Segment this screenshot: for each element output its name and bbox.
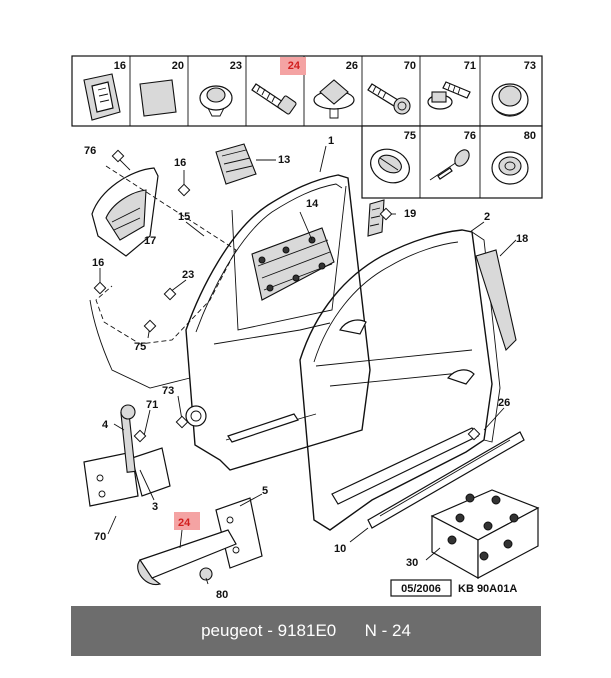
callout-10: 10 [334,543,346,555]
callout-numbers: 1 2 3 4 5 10 13 14 15 16 16 17 18 19 23 … [84,135,528,601]
table-label-71: 71 [464,60,476,72]
callout-18: 18 [516,233,528,245]
door-shell-1 [185,174,371,471]
door-check-strap-5 [137,497,263,586]
callout-1: 1 [328,135,334,147]
table-label-70: 70 [404,60,416,72]
bracket-13 [215,143,257,185]
callout-tags [93,149,481,443]
part-20-pad-icon [139,79,177,117]
table-label-16: 16 [114,60,126,72]
table-label-23: 23 [230,60,242,72]
caption-bar: peugeot - 9181E0 N - 24 [71,606,541,656]
callout-13: 13 [278,154,290,166]
callout-14: 14 [306,198,319,210]
part-73-dome-plug-icon [491,83,529,117]
part-71-flange-bolt-icon [427,81,471,110]
callout-2: 2 [484,211,490,223]
callout-70: 70 [94,531,106,543]
pillar-trim-18 [475,249,517,352]
caption-separator: - [262,621,278,640]
callout-17: 17 [144,235,156,247]
part-75-oval-plug-icon [370,148,410,184]
caption-brand: peugeot [201,621,263,640]
part-24-bolt-icon [251,83,297,115]
table-label-80: 80 [524,130,536,142]
callout-75: 75 [134,341,146,353]
callout-3: 3 [152,501,158,513]
part-23-round-plug-icon [199,85,233,117]
callout-19: 19 [404,208,416,220]
door-lining [89,165,237,389]
table-label-24: 24 [288,60,301,72]
part-16-plug-icon [83,73,121,121]
callout-4: 4 [102,419,109,431]
caption-gap [336,621,364,641]
part-70-screw-icon [367,83,411,115]
part-26-clip-icon [313,79,355,119]
sill-strip-10 [331,427,525,529]
callout-26: 26 [498,397,510,409]
strip-19 [367,199,385,237]
callout-16-lower: 16 [92,257,104,269]
callout-76: 76 [84,145,96,157]
callout-71: 71 [146,399,158,411]
table-label-76: 76 [464,130,476,142]
table-label-73: 73 [524,60,536,72]
callout-30: 30 [406,557,418,569]
callout-73: 73 [162,385,174,397]
door-outer-2 [299,229,501,531]
callout-23: 23 [182,269,194,281]
part-80-grommet-icon [491,151,529,185]
inner-panel-17 [91,167,159,257]
clip-kit-30 [430,489,540,580]
table-label-75: 75 [404,130,416,142]
part-76-rivet-icon [429,149,470,181]
callout-5: 5 [262,485,268,497]
caption-position: N - 24 [364,621,411,640]
callout-80: 80 [216,589,228,601]
highlight-24-table [280,57,306,75]
table-label-20: 20 [172,60,184,72]
callout-16-upper: 16 [174,157,186,169]
hinge-assembly-3 [83,404,171,507]
window-regulator-mechanism [251,227,335,301]
footer-diagram-code: KB 90A01A [458,583,517,595]
caption-part-number: 9181E0 [277,621,337,640]
callout-15: 15 [178,211,190,223]
table-label-26: 26 [346,60,358,72]
parts-table: 16 20 23 24 26 70 71 73 75 76 80 [71,55,543,199]
diagram-footer: 05/2006 KB 90A01A [390,579,517,597]
callout-24: 24 [178,517,191,529]
highlight-24-callout [174,512,200,530]
footer-date-code: 05/2006 [401,583,441,595]
